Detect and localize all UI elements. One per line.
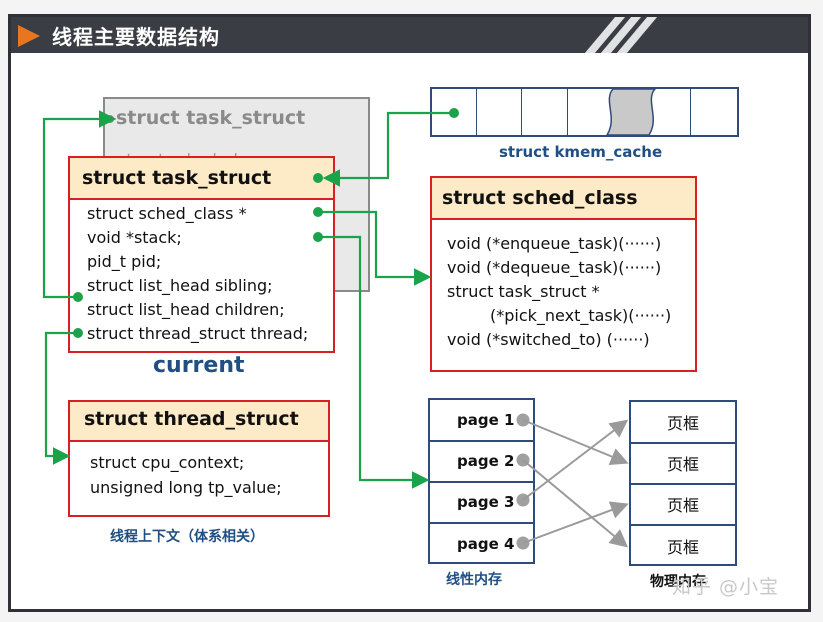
task-struct-field: struct sched_class * bbox=[87, 204, 247, 223]
thread-arrow bbox=[44, 331, 78, 465]
thread-struct-title: struct thread_struct bbox=[84, 408, 299, 430]
frame-divider bbox=[631, 524, 735, 526]
connector-dot bbox=[449, 108, 459, 118]
sched-class-field: void (*switched_to) (······) bbox=[447, 330, 650, 349]
sched-class-arrow bbox=[318, 210, 432, 286]
page-frame-cell: 页框 bbox=[666, 455, 699, 474]
kmem-cache-arrow bbox=[322, 111, 454, 187]
task-struct-field: struct list_head children; bbox=[87, 300, 285, 319]
task-struct-field: pid_t pid; bbox=[87, 252, 162, 271]
current-label: current bbox=[153, 353, 245, 378]
kmem-cache-wavy-cell bbox=[605, 88, 657, 136]
sched-class-field: (*pick_next_task)(······) bbox=[490, 306, 672, 325]
task-struct-field: struct list_head sibling; bbox=[87, 276, 273, 295]
sibling-arrow bbox=[42, 110, 117, 299]
thread-struct-field: struct cpu_context; bbox=[90, 453, 245, 472]
page-divider bbox=[430, 481, 533, 483]
thread-context-caption: 线程上下文（体系相关） bbox=[110, 529, 264, 545]
sched-class-title: struct sched_class bbox=[442, 187, 638, 209]
page-cell: page 3 bbox=[457, 493, 515, 511]
watermark: 知乎 @小宝 bbox=[672, 576, 780, 598]
linear-memory-caption: 线性内存 bbox=[446, 572, 502, 588]
page-frame-cell: 页框 bbox=[666, 538, 699, 557]
page-divider bbox=[430, 440, 533, 442]
mapping-arrow bbox=[522, 419, 629, 465]
frame-divider bbox=[631, 442, 735, 444]
connector-dot bbox=[313, 232, 323, 242]
mapping-arrow bbox=[522, 501, 629, 544]
mapping-arrow bbox=[522, 459, 629, 548]
stack-arrow bbox=[318, 235, 430, 489]
task-struct-field: void *stack; bbox=[87, 228, 182, 247]
connector-dot bbox=[73, 328, 83, 338]
sched-class-header bbox=[432, 178, 695, 220]
frame-divider bbox=[631, 483, 735, 485]
sched-class-field: void (*dequeue_task)(······) bbox=[447, 258, 662, 277]
sched-class-field: struct task_struct * bbox=[447, 282, 600, 301]
mapping-arrow bbox=[522, 419, 629, 501]
kmem-cache-cell-divider bbox=[521, 89, 522, 135]
kmem-cache-caption: struct kmem_cache bbox=[499, 143, 663, 161]
page-cell: page 4 bbox=[457, 535, 515, 553]
task-struct-header bbox=[70, 158, 333, 200]
page-cell: page 1 bbox=[457, 411, 515, 429]
play-triangle-icon bbox=[18, 25, 40, 47]
task-struct-stacked-title: struct task_struct bbox=[116, 107, 306, 129]
header-bar bbox=[11, 17, 808, 53]
task-struct-field: struct thread_struct thread; bbox=[87, 324, 309, 343]
page-frame-cell: 页框 bbox=[666, 496, 699, 515]
page-frame-cell: 页框 bbox=[666, 414, 699, 433]
kmem-cache-strip bbox=[430, 87, 739, 137]
connector-dot bbox=[313, 207, 323, 217]
thread-struct-header bbox=[70, 402, 328, 442]
kmem-cache-cell-divider bbox=[690, 89, 691, 135]
kmem-cache-cell-divider bbox=[567, 89, 568, 135]
page-title: 线程主要数据结构 bbox=[52, 25, 220, 49]
kmem-cache-cell-divider bbox=[476, 89, 477, 135]
connector-dot bbox=[313, 173, 323, 183]
page-cell: page 2 bbox=[457, 452, 515, 470]
sched-class-field: void (*enqueue_task)(······) bbox=[447, 234, 662, 253]
task-struct-title: struct task_struct bbox=[82, 167, 272, 189]
physical-memory-caption: 物理内存 bbox=[650, 574, 706, 590]
page-divider bbox=[430, 522, 533, 524]
connector-dot bbox=[73, 292, 83, 302]
thread-struct-field: unsigned long tp_value; bbox=[90, 478, 282, 497]
